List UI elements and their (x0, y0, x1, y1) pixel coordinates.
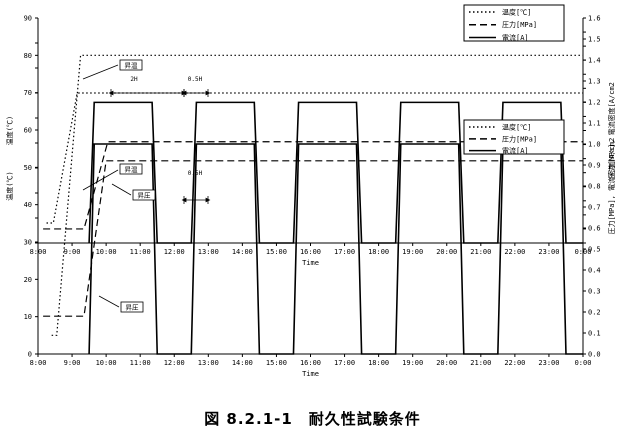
x-tick-label: 17:00 (334, 248, 355, 256)
y-right-tick-label: 1.3 (588, 78, 601, 86)
y-axis-right-label: 圧力[MPa], 電流密度[A/cm2 (607, 138, 616, 235)
y-axis-left-label: 温度(℃) (5, 171, 14, 200)
x-tick-label: 15:00 (266, 359, 287, 367)
x-tick-label: 8:00 (30, 359, 47, 367)
x-tick-label: 22:00 (504, 359, 525, 367)
annotation-label: 昇温 (125, 61, 139, 70)
annotation-label: 昇温 (125, 165, 139, 174)
y-right-tick-label: 1.4 (588, 57, 601, 65)
y-left-tick-label: 90 (24, 15, 32, 23)
x-tick-label: 0:00 (575, 248, 592, 256)
y-left-tick-label: 70 (24, 89, 32, 97)
series-solid (88, 143, 583, 355)
annotation-leader (111, 183, 132, 196)
y-right-tick-label: 0.6 (588, 225, 601, 233)
x-tick-label: 15:00 (266, 248, 287, 256)
legend-entry: 温度[℃] (502, 123, 531, 132)
x-tick-label: 16:00 (300, 359, 321, 367)
legend-entry: 電流[A] (502, 146, 529, 155)
chart-bottom: 8:00 9:00 10:00 11:00 12:00 13:00 14:00 15:00 16… (5, 4, 616, 378)
x-tick-label: 12:00 (164, 359, 185, 367)
x-tick-label: 14:00 (232, 359, 253, 367)
x-tick-label: 23:00 (538, 248, 559, 256)
y-right-tick-label: 1.0 (588, 141, 601, 149)
figure-caption: 図 8.2.1-1 耐久性試験条件 (204, 410, 421, 428)
series-dotted (51, 54, 583, 336)
annotation-label: 昇圧 (138, 192, 152, 200)
annotation-leader (82, 64, 119, 80)
x-tick-label: 13:00 (198, 248, 219, 256)
chart-top: 8:00 9:00 10:00 11:00 12:00 13:00 14:00 15:00 16… (5, 17, 616, 313)
legend-box (463, 119, 565, 155)
x-tick-label: 22:00 (504, 248, 525, 256)
y-right-tick-label: 0.5 (588, 246, 601, 254)
y-left-tick-label: 40 (24, 201, 32, 209)
x-tick-label: 18:00 (368, 248, 389, 256)
x-tick-label: 19:00 (402, 248, 423, 256)
x-tick-label: 21:00 (470, 248, 491, 256)
y-right-tick-label: 0.9 (588, 162, 601, 170)
x-tick-label: 23:00 (538, 359, 559, 367)
x-tick-label: 20:00 (436, 248, 457, 256)
annotation-box (119, 163, 143, 175)
legend-entry: 圧力[MPa] (502, 20, 537, 29)
y-axis-left-label: 温度(℃) (5, 116, 14, 145)
y-left-tick-label: 10 (24, 313, 32, 321)
y-left-tick-label: 50 (24, 164, 32, 172)
legend-entry: 電流[A] (502, 33, 529, 42)
annotation-box (120, 301, 144, 313)
y-right-tick-label: 0.0 (588, 351, 601, 359)
x-tick-label: 10:00 (96, 359, 117, 367)
y-right-tick-label: 1.2 (588, 99, 601, 107)
y-right-tick-label: 0.4 (588, 267, 601, 275)
series-dotted (46, 92, 583, 224)
y-left-tick-label: 20 (24, 276, 32, 284)
legend-box (463, 4, 565, 42)
x-tick-label: 16:00 (300, 248, 321, 256)
x-tick-label: 18:00 (368, 359, 389, 367)
x-tick-label: 0:00 (575, 359, 592, 367)
annotation-label: 昇圧 (126, 304, 140, 312)
annotation-label: 0.5H (188, 76, 203, 83)
x-tick-label: 17:00 (334, 359, 355, 367)
x-tick-label: 13:00 (198, 359, 219, 367)
x-tick-label: 12:00 (164, 248, 185, 256)
annotation-box (119, 59, 143, 71)
y-right-tick-label: 1.5 (588, 36, 601, 44)
legend-entry: 温度[℃] (502, 8, 531, 17)
annotation-box (132, 189, 156, 201)
annotation-leader (82, 169, 119, 191)
legend-entry: 圧力[MPa] (502, 134, 537, 143)
series-dashed (43, 141, 583, 230)
y-right-tick-label: 0.8 (588, 183, 601, 191)
x-tick-label: 9:00 (64, 359, 81, 367)
y-right-tick-label: 0.1 (588, 330, 601, 338)
y-left-tick-label: 30 (24, 239, 32, 247)
y-left-tick-label: 0 (28, 351, 32, 359)
x-axis-label: Time (302, 259, 319, 267)
x-tick-label: 19:00 (402, 359, 423, 367)
x-tick-label: 21:00 (470, 359, 491, 367)
x-tick-label: 11:00 (130, 248, 151, 256)
y-right-tick-label: 0.7 (588, 204, 601, 212)
y-right-tick-label: 1.6 (588, 15, 601, 23)
x-tick-label: 8:00 (30, 248, 47, 256)
y-left-tick-label: 80 (24, 52, 32, 60)
x-tick-label: 11:00 (130, 359, 151, 367)
annotation-leader (98, 295, 120, 308)
annotation-label: 0.5H (188, 170, 203, 177)
x-tick-label: 9:00 (64, 248, 81, 256)
y-axis-right-label: 圧力[MPa], 電流密度[A/cm2 (607, 82, 616, 179)
y-right-tick-label: 1.1 (588, 120, 601, 128)
x-tick-label: 10:00 (96, 248, 117, 256)
y-left-tick-label: 60 (24, 127, 32, 135)
x-tick-label: 14:00 (232, 248, 253, 256)
y-right-tick-label: 0.3 (588, 288, 601, 296)
x-axis-label: Time (302, 370, 319, 378)
y-right-tick-label: 0.2 (588, 309, 601, 317)
annotation-label: 2H (130, 76, 138, 83)
x-tick-label: 20:00 (436, 359, 457, 367)
